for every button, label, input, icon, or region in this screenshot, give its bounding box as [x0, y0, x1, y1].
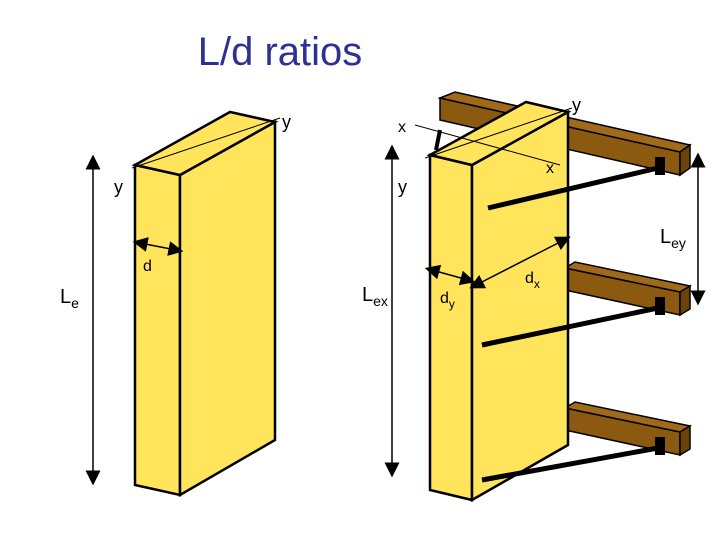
right-axis-x-top-label: x — [398, 119, 406, 136]
left-axis-y-top-label: y — [282, 112, 291, 132]
right-axis-y-line — [424, 107, 573, 159]
left-axis-y-left-label: y — [114, 177, 123, 197]
right-axis-y-left-label: y — [398, 177, 407, 197]
bracing-beam-bottom — [562, 401, 693, 457]
right-column — [414, 100, 573, 503]
page-title: L/d ratios — [197, 30, 363, 74]
right-axis-x-right-label: x — [546, 160, 554, 177]
brace-middle — [481, 305, 659, 348]
right-depth-y-arrow — [424, 264, 476, 286]
left-depth-label: d — [143, 258, 152, 275]
right-depth-x-arrow — [469, 236, 571, 289]
right-depth-x-label: dx — [525, 270, 540, 291]
brace-top — [487, 165, 659, 211]
brace-bottom — [481, 445, 659, 483]
right-length-x-label: Lex — [362, 284, 388, 309]
brace-top-left — [434, 129, 442, 151]
bracing-beam-middle — [562, 261, 693, 317]
right-axis-y-top-label: y — [572, 95, 581, 115]
left-column — [131, 110, 281, 498]
right-length-y-label: Ley — [660, 226, 686, 251]
left-axis-y-line — [131, 117, 281, 169]
left-depth-arrow — [132, 237, 184, 256]
right-depth-y-label: dy — [440, 290, 455, 311]
left-length-label: Le — [60, 286, 79, 311]
